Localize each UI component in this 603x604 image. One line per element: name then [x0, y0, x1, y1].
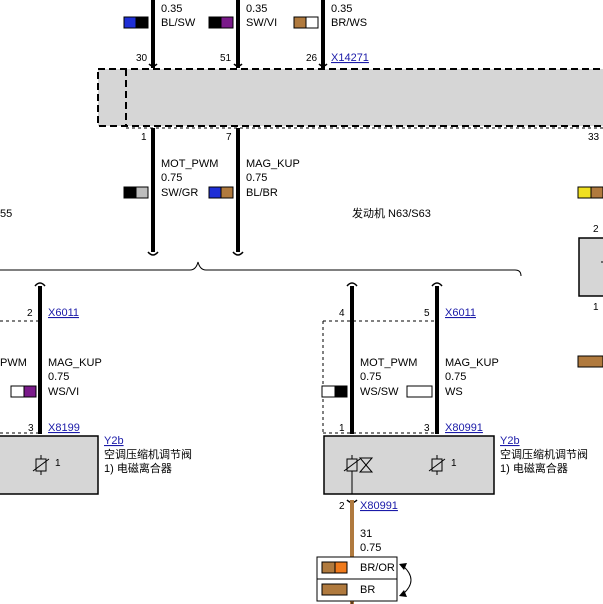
far-right-pin-top: 2: [593, 224, 599, 235]
right-branch-signal-b: MAG_KUP: [445, 357, 499, 369]
top-wire-3-color-swatch-b: [305, 16, 319, 29]
right-branch-a-color-swatch-b: [334, 385, 348, 398]
right-branch-bottom-connector-link[interactable]: X80991: [445, 422, 483, 434]
top-wire-1-pin: 30: [136, 53, 148, 64]
control-unit-connector-link[interactable]: X14271: [331, 52, 369, 64]
harness-brace: [0, 261, 522, 277]
right-branch-b-color-swatch: [406, 385, 433, 398]
left-partial-label: 55: [0, 208, 12, 220]
left-branch-color-code: WS/VI: [48, 386, 79, 398]
alternative-arrow-icon: [399, 563, 412, 597]
right-component-box: [323, 435, 495, 495]
far-right-yellow-swatch: [577, 186, 592, 199]
mid-wire-group: [147, 128, 244, 256]
mid-wire-2-color-swatch-b: [220, 186, 234, 199]
ground-pin: 2: [339, 501, 345, 512]
far-right-partial-symbol: [601, 261, 603, 263]
ground-color-a: BR/OR: [360, 562, 395, 574]
right-branch-connector-link[interactable]: X6011: [445, 307, 476, 319]
right-branch-wires: [322, 282, 443, 434]
right-branch-pin-a: 4: [339, 308, 345, 319]
top-wire-2-color-swatch-a: [208, 16, 222, 29]
right-component-sub: 1) 电磁离合器: [500, 461, 568, 475]
top-wire-2-color-swatch-b: [220, 16, 234, 29]
ground-color-a-swatch-a: [321, 561, 336, 574]
left-branch-connector-link[interactable]: X6011: [48, 307, 79, 319]
right-branch-signal-a: MOT_PWM: [360, 357, 417, 369]
right-branch-pin-b: 5: [424, 308, 430, 319]
ground-wire-number: 31: [360, 528, 372, 540]
mid-wire-1-color-swatch-a: [123, 186, 137, 199]
right-branch-color-b: WS: [445, 386, 463, 398]
mid-wire-1-signal: MOT_PWM: [161, 158, 218, 170]
mid-wire-1-color-swatch-b: [135, 186, 149, 199]
top-wire-2-section: 0.35: [246, 3, 267, 15]
ground-connector-link[interactable]: X80991: [360, 500, 398, 512]
mid-wire-1-color-code: SW/GR: [161, 187, 198, 199]
far-right-component-box: [578, 237, 603, 297]
left-branch-color-swatch-a: [10, 385, 25, 398]
left-component-box: [0, 435, 99, 495]
left-component-sub: 1) 电磁离合器: [104, 461, 172, 475]
ground-color-a-swatch-b: [334, 561, 348, 574]
left-component-pin: 1: [55, 458, 61, 469]
right-branch-section-b: 0.75: [445, 371, 466, 383]
right-branch-section-a: 0.75: [360, 371, 381, 383]
right-component-name: 空调压缩机调节阀: [500, 447, 588, 461]
top-wire-1-section: 0.35: [161, 3, 182, 15]
control-unit-pin-right: 33: [588, 132, 600, 143]
top-wire-1-color-swatch-b: [135, 16, 149, 29]
mid-wire-2-section: 0.75: [246, 172, 267, 184]
control-unit-pin-mid: 7: [226, 132, 232, 143]
top-wire-2-color-code: SW/VI: [246, 17, 277, 29]
control-unit-box: [97, 68, 603, 129]
left-branch-section: 0.75: [48, 371, 69, 383]
top-wire-2-pin: 51: [220, 53, 232, 64]
far-right-pin-bottom: 1: [593, 302, 599, 313]
left-component-name: 空调压缩机调节阀: [104, 447, 192, 461]
top-wire-group: [148, 0, 328, 68]
top-wire-1-color-swatch-a: [123, 16, 137, 29]
ground-color-b-swatch: [321, 583, 348, 596]
left-branch-pin-top: 2: [27, 308, 33, 319]
ground-color-b: BR: [360, 584, 375, 596]
far-right-brown-swatch-2: [577, 355, 603, 368]
right-solenoid-icon: [428, 455, 446, 475]
top-wire-3-section: 0.35: [331, 3, 352, 15]
top-wire-1-color-code: BL/SW: [161, 17, 196, 29]
left-component-id-link[interactable]: Y2b: [104, 435, 124, 447]
mid-wire-1-section: 0.75: [161, 172, 182, 184]
top-wire-3-pin: 26: [306, 53, 318, 64]
right-regulator-valve-icon: [343, 455, 374, 494]
left-branch-partial-signal: PWM: [0, 357, 27, 369]
left-branch-wire: [0, 282, 46, 434]
engine-label: 发动机 N63/S63: [352, 206, 431, 220]
right-component-id-link[interactable]: Y2b: [500, 435, 520, 447]
right-branch-a-color-swatch-a: [321, 385, 336, 398]
left-branch-bottom-connector-link[interactable]: X8199: [48, 422, 80, 434]
right-branch-pin-bottom-a: 1: [339, 423, 345, 434]
left-branch-pin-bottom: 3: [28, 423, 34, 434]
left-solenoid-icon: [32, 455, 50, 475]
control-unit-pin-left: 1: [141, 132, 147, 143]
left-branch-color-swatch-b: [23, 385, 37, 398]
top-wire-3-color-code: BR/WS: [331, 17, 367, 29]
far-right-brown-swatch: [590, 186, 603, 199]
mid-wire-2-color-code: BL/BR: [246, 187, 278, 199]
right-branch-pin-bottom-b: 3: [424, 423, 430, 434]
top-wire-3-color-swatch-a: [293, 16, 307, 29]
right-component-pin: 1: [451, 458, 457, 469]
mid-wire-2-color-swatch-a: [208, 186, 222, 199]
ground-wire-section: 0.75: [360, 542, 381, 554]
left-branch-signal: MAG_KUP: [48, 357, 102, 369]
mid-wire-2-signal: MAG_KUP: [246, 158, 300, 170]
right-branch-color-a: WS/SW: [360, 386, 399, 398]
